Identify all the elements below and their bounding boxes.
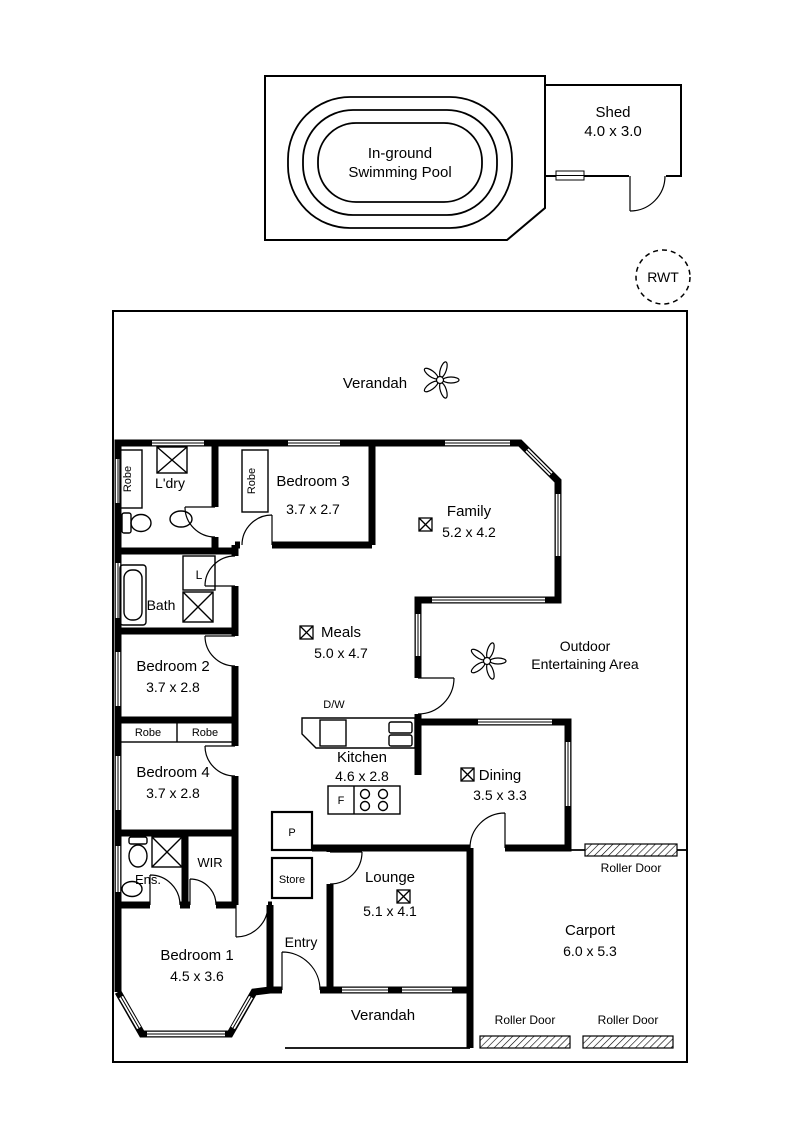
outdoor-label-line2: Entertaining Area — [531, 656, 639, 672]
robe-label: Robe — [135, 727, 161, 739]
room-label-bedroom3: Bedroom 3 — [276, 473, 349, 490]
pool-enclosure: In-ground Swimming Pool — [264, 75, 546, 241]
thin-edges — [285, 849, 687, 1049]
robe-label: Robe — [246, 468, 258, 494]
verandah-bottom-label: Verandah — [351, 1007, 415, 1024]
outdoor-label-line1: Outdoor — [560, 638, 611, 654]
shed: Shed 4.0 x 3.0 — [544, 84, 682, 212]
robe-cabinet — [119, 449, 143, 509]
store-cupboard — [270, 856, 314, 900]
pool-label-line2: Swimming Pool — [348, 164, 451, 181]
room-label-bedroom2: Bedroom 2 — [136, 658, 209, 675]
light-symbols — [299, 517, 475, 904]
laundry-trough-icon — [156, 446, 188, 474]
fridge-label: F — [338, 795, 345, 807]
linen-label: L — [196, 568, 203, 582]
room-label-meals: Meals — [321, 624, 361, 641]
roof-outline — [112, 310, 688, 1063]
toilet-icon — [121, 512, 132, 534]
linen-cupboard — [182, 555, 216, 591]
cooktop-bench — [327, 785, 401, 815]
room-label-dining: Dining — [479, 767, 522, 784]
room-size-lounge: 5.1 x 4.1 — [363, 903, 417, 919]
room-size-bedroom3: 3.7 x 2.7 — [286, 501, 340, 517]
room-size-family: 5.2 x 4.2 — [442, 524, 496, 540]
room-size-bedroom2: 3.7 x 2.8 — [146, 679, 200, 695]
pantry-cupboard — [270, 810, 314, 852]
room-size-bedroom1: 4.5 x 3.6 — [170, 968, 224, 984]
wir-label: WIR — [197, 855, 222, 870]
room-size-meals: 5.0 x 4.7 — [314, 645, 368, 661]
robe-label: Robe — [122, 466, 134, 492]
bathtub-icon — [119, 564, 147, 626]
entry-label: Entry — [285, 934, 318, 950]
room-label-lounge: Lounge — [365, 869, 415, 886]
shed-size: 4.0 x 3.0 — [584, 123, 642, 140]
bath-label: Bath — [147, 597, 176, 613]
verandah-top-label: Verandah — [343, 375, 407, 392]
room-label-carport: Carport — [565, 922, 616, 939]
light-symbol-icon — [299, 625, 314, 640]
roller-doors — [479, 843, 678, 1049]
kitchen-bench — [301, 717, 416, 749]
roller-door-label: Roller Door — [495, 1013, 556, 1027]
basin-icon — [121, 880, 143, 898]
light-symbol-icon — [418, 517, 433, 532]
pool-label-line1: In-ground — [368, 145, 432, 162]
ensuite-label: Ens. — [135, 872, 161, 887]
shower-icon — [151, 836, 183, 868]
room-label-kitchen: Kitchen — [337, 749, 387, 766]
dishwasher-label: D/W — [323, 699, 345, 711]
sink-icon — [388, 721, 413, 734]
shower-icon — [182, 591, 214, 623]
roller-door-label: Roller Door — [601, 861, 662, 875]
light-symbol-icon — [460, 767, 475, 782]
room-label-family: Family — [447, 503, 492, 520]
rainwater-tank: RWT — [635, 249, 691, 305]
shed-door-arc — [629, 175, 666, 212]
room-size-dining: 3.5 x 3.3 — [473, 787, 527, 803]
store-label: Store — [279, 874, 305, 886]
room-size-bedroom4: 3.7 x 2.8 — [146, 785, 200, 801]
room-size-kitchen: 4.6 x 2.8 — [335, 768, 389, 784]
robe-cabinet — [241, 449, 269, 513]
cooktop-burner-icon — [359, 788, 371, 800]
pantry-label: P — [288, 827, 295, 839]
laundry-label: L'dry — [155, 475, 185, 491]
rwt-label: RWT — [647, 269, 679, 285]
room-label-bedroom4: Bedroom 4 — [136, 764, 209, 781]
roller-door-icon — [584, 843, 678, 857]
robe-label: Robe — [192, 727, 218, 739]
roller-door-label: Roller Door — [598, 1013, 659, 1027]
ceiling-fan-icon — [470, 642, 507, 680]
light-symbol-icon — [396, 889, 411, 904]
windows — [115, 440, 571, 1037]
room-size-carport: 6.0 x 5.3 — [563, 943, 617, 959]
ceiling-fan-icon — [423, 361, 460, 399]
shed-name: Shed — [595, 104, 630, 121]
room-label-bedroom1: Bedroom 1 — [160, 947, 233, 964]
dishwasher-icon — [319, 719, 347, 747]
roller-door-icon — [582, 1035, 674, 1049]
roller-door-icon — [479, 1035, 571, 1049]
toilet-icon — [128, 836, 148, 845]
basin-icon — [169, 510, 193, 528]
fixtures — [119, 446, 416, 900]
